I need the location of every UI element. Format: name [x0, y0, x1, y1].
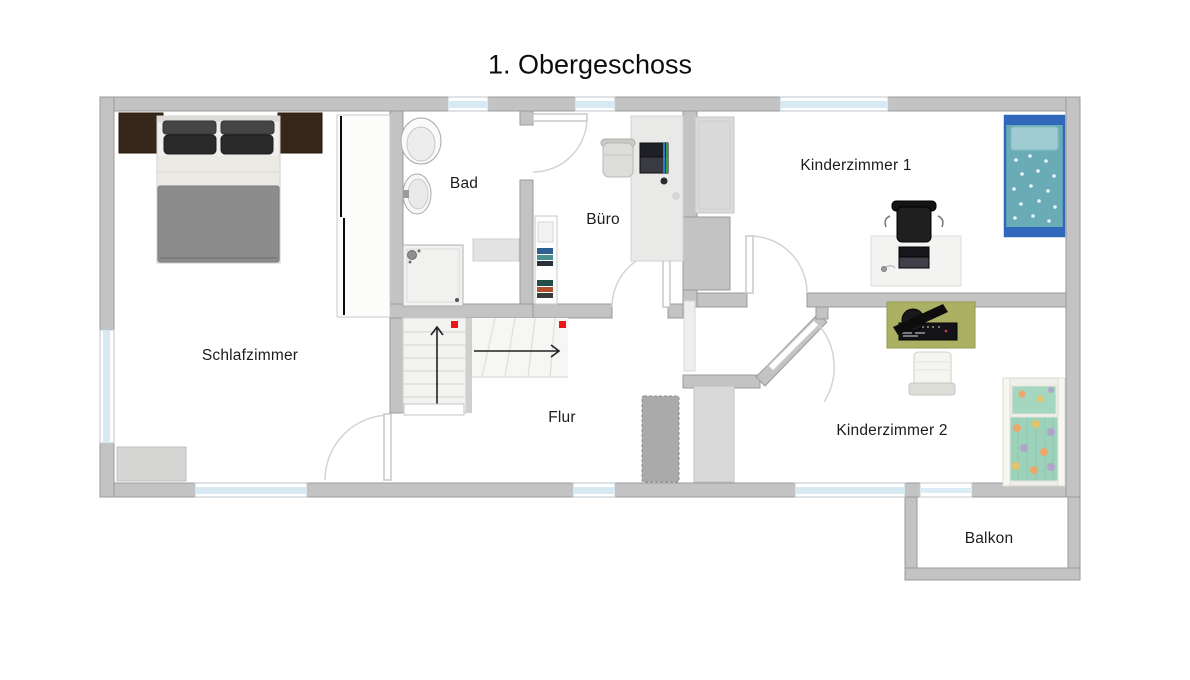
- window-bottom-flur: [572, 482, 616, 498]
- black-cap: [893, 304, 948, 335]
- window-bottom-kinderzimmer2: [794, 482, 906, 498]
- single-bed-balloons: [1002, 377, 1066, 487]
- door-arc-buero-top: [532, 117, 588, 173]
- room-label-buero: Büro: [586, 211, 620, 228]
- stair-stringer: [466, 318, 472, 413]
- wall-schlafzimmer-divider: [389, 110, 404, 414]
- wardrobe-kinderzimmer2: [693, 385, 735, 483]
- buero-furniture: [534, 115, 684, 305]
- stair-bottom-door-leaf: [403, 403, 465, 416]
- room-label-balkon: Balkon: [964, 530, 1014, 547]
- room-label-kinderzimmer1: Kinderzimmer 1: [800, 157, 912, 174]
- desk-buero: [630, 115, 684, 262]
- balcony-door: [919, 482, 973, 498]
- double-bed: [156, 115, 281, 264]
- kinderzimmer1-furniture: [694, 114, 1066, 287]
- desk-accessory: [672, 192, 680, 200]
- door-arc-schlafzimmer: [324, 414, 391, 481]
- wall-kz1-kz2-left: [696, 292, 748, 308]
- wall-bad-buero: [519, 179, 534, 305]
- wall-buero-bottom-left: [532, 303, 613, 319]
- nightstand-left: [118, 112, 164, 154]
- nightstand-right: [277, 112, 323, 154]
- windows: [99, 96, 973, 498]
- desk-lamp-dot: [660, 177, 668, 185]
- room-label-schlafzimmer: Schlafzimmer: [201, 347, 299, 364]
- wall-bad-buero-top: [519, 110, 534, 126]
- dresser: [116, 446, 187, 482]
- window-top-buero: [574, 96, 616, 112]
- shower: [402, 244, 464, 307]
- office-chair-buero: [600, 138, 636, 178]
- black-office-chair: [884, 200, 944, 243]
- laptop-kinderzimmer1: [898, 246, 930, 269]
- balcony-wall-bottom: [904, 567, 1081, 581]
- window-bottom-schlafzimmer: [194, 482, 308, 498]
- sink: [402, 173, 432, 215]
- schlafzimmer-furniture: [116, 112, 391, 482]
- balloon-pattern: [1012, 387, 1055, 474]
- bad-furniture: [400, 117, 520, 307]
- stair-arrow-up: [430, 325, 444, 404]
- single-bed-teal: [1003, 114, 1066, 238]
- wall-buero-bottom-right: [667, 303, 684, 319]
- door-leaf-schlafzimmer: [383, 413, 392, 481]
- cabinet-flur: [641, 395, 680, 483]
- kinderzimmer2-furniture: [683, 300, 1066, 487]
- radiator-corridor: [683, 300, 696, 372]
- toilet: [400, 117, 442, 165]
- bookshelf: [534, 215, 558, 305]
- door-arc-kinderzimmer1: [749, 235, 808, 294]
- stair-winder: [472, 318, 568, 378]
- mouse: [881, 265, 896, 272]
- flur-furniture: [641, 395, 680, 483]
- door-leaf-buero-top: [532, 113, 588, 122]
- door-leaf-kinderzimmer1: [745, 235, 754, 294]
- floor-title: 1. Obergeschoss: [487, 49, 693, 80]
- white-chair: [908, 351, 956, 396]
- green-desk-with-keyboard: [886, 301, 976, 349]
- window-top-kinderzimmer1: [779, 96, 889, 112]
- doors: [324, 113, 835, 481]
- window-top-bad: [447, 96, 489, 112]
- chimney-block: [682, 216, 731, 291]
- window-left-schlafzimmer: [99, 329, 115, 444]
- stair-arrow-right: [474, 344, 561, 358]
- room-label-bad: Bad: [449, 175, 479, 192]
- room-label-flur: Flur: [548, 409, 576, 426]
- wall-right: [1065, 96, 1081, 498]
- wall-diagonal-stub: [815, 306, 829, 320]
- wardrobe-kinderzimmer1: [694, 116, 735, 214]
- room-label-kinderzimmer2: Kinderzimmer 2: [836, 422, 948, 439]
- radiator-bad: [472, 238, 520, 262]
- wardrobe-schlafzimmer: [336, 114, 391, 318]
- stair-marker-red-2: [559, 321, 566, 328]
- stair-marker-red-1: [451, 321, 458, 328]
- laptop-buero: [639, 142, 669, 174]
- staircase: [402, 317, 568, 416]
- door-leaf-kinderzimmer2: [766, 318, 821, 373]
- door-arc-kinderzimmer2: [815, 321, 835, 403]
